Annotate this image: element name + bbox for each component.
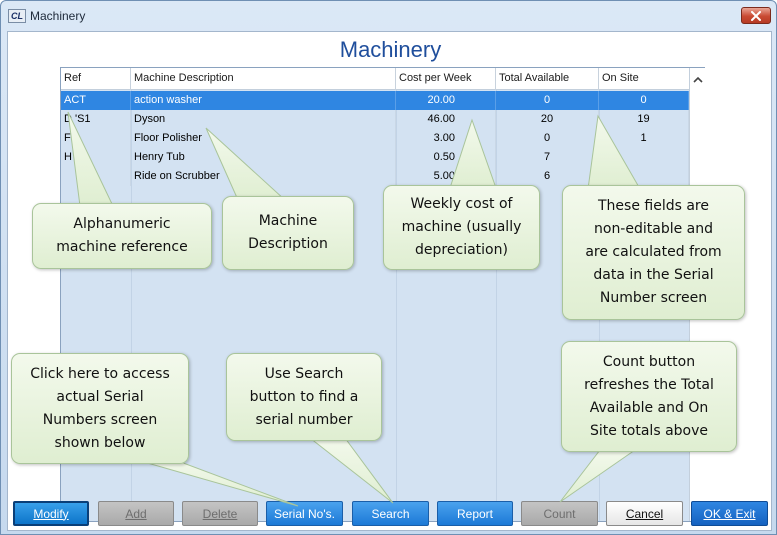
ok-exit-button[interactable]: OK & Exit bbox=[691, 501, 768, 526]
callout-search: Use Search button to find a serial numbe… bbox=[226, 353, 382, 441]
column-header-description[interactable]: Machine Description bbox=[131, 68, 396, 90]
cell-onsite bbox=[599, 148, 689, 167]
serial-numbers-button-label: Serial No's. bbox=[274, 506, 335, 521]
callout-description: Machine Description bbox=[222, 196, 354, 270]
report-button[interactable]: Report bbox=[437, 501, 513, 526]
cell-total: 0 bbox=[496, 91, 599, 110]
callout-text: depreciation) bbox=[415, 242, 508, 258]
cell-ref: F bbox=[61, 129, 131, 148]
serial-numbers-button[interactable]: Serial No's. bbox=[266, 501, 343, 526]
cancel-button[interactable]: Cancel bbox=[606, 501, 683, 526]
cell-onsite bbox=[599, 167, 689, 186]
table-row[interactable]: ACT action washer 20.00 0 0 bbox=[61, 91, 689, 110]
callout-text: Click here to access bbox=[30, 365, 170, 382]
cell-description: Floor Polisher bbox=[131, 129, 396, 148]
cell-ref bbox=[61, 167, 131, 186]
cell-total: 7 bbox=[496, 148, 599, 167]
ok-exit-button-label: OK & Exit bbox=[703, 506, 756, 521]
callout-text: serial number bbox=[255, 411, 353, 428]
table-row[interactable]: H Henry Tub 0.50 7 bbox=[61, 148, 689, 167]
cell-description: Dyson bbox=[131, 110, 396, 129]
title-bar[interactable]: CL Machinery bbox=[1, 1, 776, 31]
add-button-label: Add bbox=[125, 506, 147, 521]
cell-description: action washer bbox=[131, 91, 396, 110]
callout-cost: Weekly cost of machine (usually deprecia… bbox=[383, 185, 540, 270]
count-button[interactable]: Count bbox=[521, 501, 598, 526]
callout-text: Weekly cost of bbox=[410, 196, 513, 212]
callout-text: actual Serial bbox=[56, 388, 144, 405]
table-row[interactable]: D 'S1 Dyson 46.00 20 19 bbox=[61, 110, 689, 129]
cell-ref: ACT bbox=[61, 91, 131, 110]
callout-text: machine (usually bbox=[401, 219, 522, 235]
cell-cost: 0.50 bbox=[396, 148, 496, 167]
column-divider bbox=[396, 90, 397, 521]
search-button-label: Search bbox=[371, 506, 410, 521]
column-header-onsite[interactable]: On Site bbox=[602, 72, 639, 84]
cell-cost: 20.00 bbox=[396, 91, 496, 110]
callout-text: Machine bbox=[258, 213, 318, 229]
scroll-up-icon[interactable] bbox=[693, 75, 703, 85]
callout-fields: These fields are non-editable and are ca… bbox=[562, 185, 745, 320]
callout-text: refreshes the Total bbox=[584, 376, 714, 393]
callout-text: Use Search bbox=[264, 365, 344, 382]
report-button-label: Report bbox=[456, 506, 494, 521]
button-bar: Modify Add Delete Serial No's. Search Re… bbox=[7, 499, 772, 531]
callout-text: non-editable and bbox=[594, 221, 713, 237]
close-button[interactable] bbox=[741, 7, 771, 24]
count-button-label: Count bbox=[543, 506, 576, 521]
callout-text: These fields are bbox=[598, 198, 709, 214]
callout-text: machine reference bbox=[56, 239, 188, 255]
add-button[interactable]: Add bbox=[98, 501, 174, 526]
callout-text: Alphanumeric bbox=[73, 216, 171, 232]
column-header-total[interactable]: Total Available bbox=[496, 68, 599, 90]
column-divider bbox=[131, 90, 132, 521]
cell-ref: H bbox=[61, 148, 131, 167]
callout-text: Site totals above bbox=[589, 422, 708, 439]
callout-text: Description bbox=[248, 236, 328, 252]
close-icon bbox=[751, 10, 761, 21]
delete-button[interactable]: Delete bbox=[182, 501, 258, 526]
column-divider bbox=[496, 90, 497, 521]
cell-description: Ride on Scrubber bbox=[131, 167, 396, 186]
callout-text: button to find a bbox=[249, 388, 359, 405]
app-icon: CL bbox=[8, 9, 26, 23]
callout-text: are calculated from bbox=[585, 244, 722, 260]
table-row[interactable]: Ride on Scrubber 5.00 6 bbox=[61, 167, 689, 186]
cell-cost: 3.00 bbox=[396, 129, 496, 148]
cancel-button-label: Cancel bbox=[625, 506, 664, 521]
cell-onsite: 1 bbox=[599, 129, 689, 148]
cell-total: 6 bbox=[496, 167, 599, 186]
page-title: Machinery bbox=[339, 37, 442, 62]
callout-count: Count button refreshes the Total Availab… bbox=[561, 341, 737, 452]
table-row[interactable]: F Floor Polisher 3.00 0 1 bbox=[61, 129, 689, 148]
column-header-cost[interactable]: Cost per Week bbox=[396, 68, 496, 90]
callout-text: Available and On bbox=[589, 399, 709, 416]
delete-button-label: Delete bbox=[202, 506, 238, 521]
search-button[interactable]: Search bbox=[352, 501, 429, 526]
modify-button-label: Modify bbox=[33, 506, 69, 521]
callout-text: Number screen bbox=[599, 290, 708, 306]
cell-cost: 5.00 bbox=[396, 167, 496, 186]
cell-ref: D 'S1 bbox=[61, 110, 131, 129]
window-title: Machinery bbox=[30, 9, 86, 23]
cell-total: 0 bbox=[496, 129, 599, 148]
cell-onsite: 19 bbox=[599, 110, 689, 129]
callout-ref: Alphanumeric machine reference bbox=[32, 203, 212, 269]
cell-total: 20 bbox=[496, 110, 599, 129]
callout-text: Numbers screen bbox=[42, 411, 158, 428]
column-header-ref[interactable]: Ref bbox=[61, 68, 131, 90]
table-header: Ref Machine Description Cost per Week To… bbox=[61, 68, 689, 90]
callout-text: data in the Serial bbox=[593, 267, 714, 283]
modify-button[interactable]: Modify bbox=[13, 501, 89, 526]
cell-onsite: 0 bbox=[599, 91, 689, 110]
cell-cost: 46.00 bbox=[396, 110, 496, 129]
cell-description: Henry Tub bbox=[131, 148, 396, 167]
callout-serial: Click here to access actual Serial Numbe… bbox=[11, 353, 189, 464]
callout-text: Count button bbox=[602, 353, 696, 370]
callout-text: shown below bbox=[54, 434, 146, 451]
